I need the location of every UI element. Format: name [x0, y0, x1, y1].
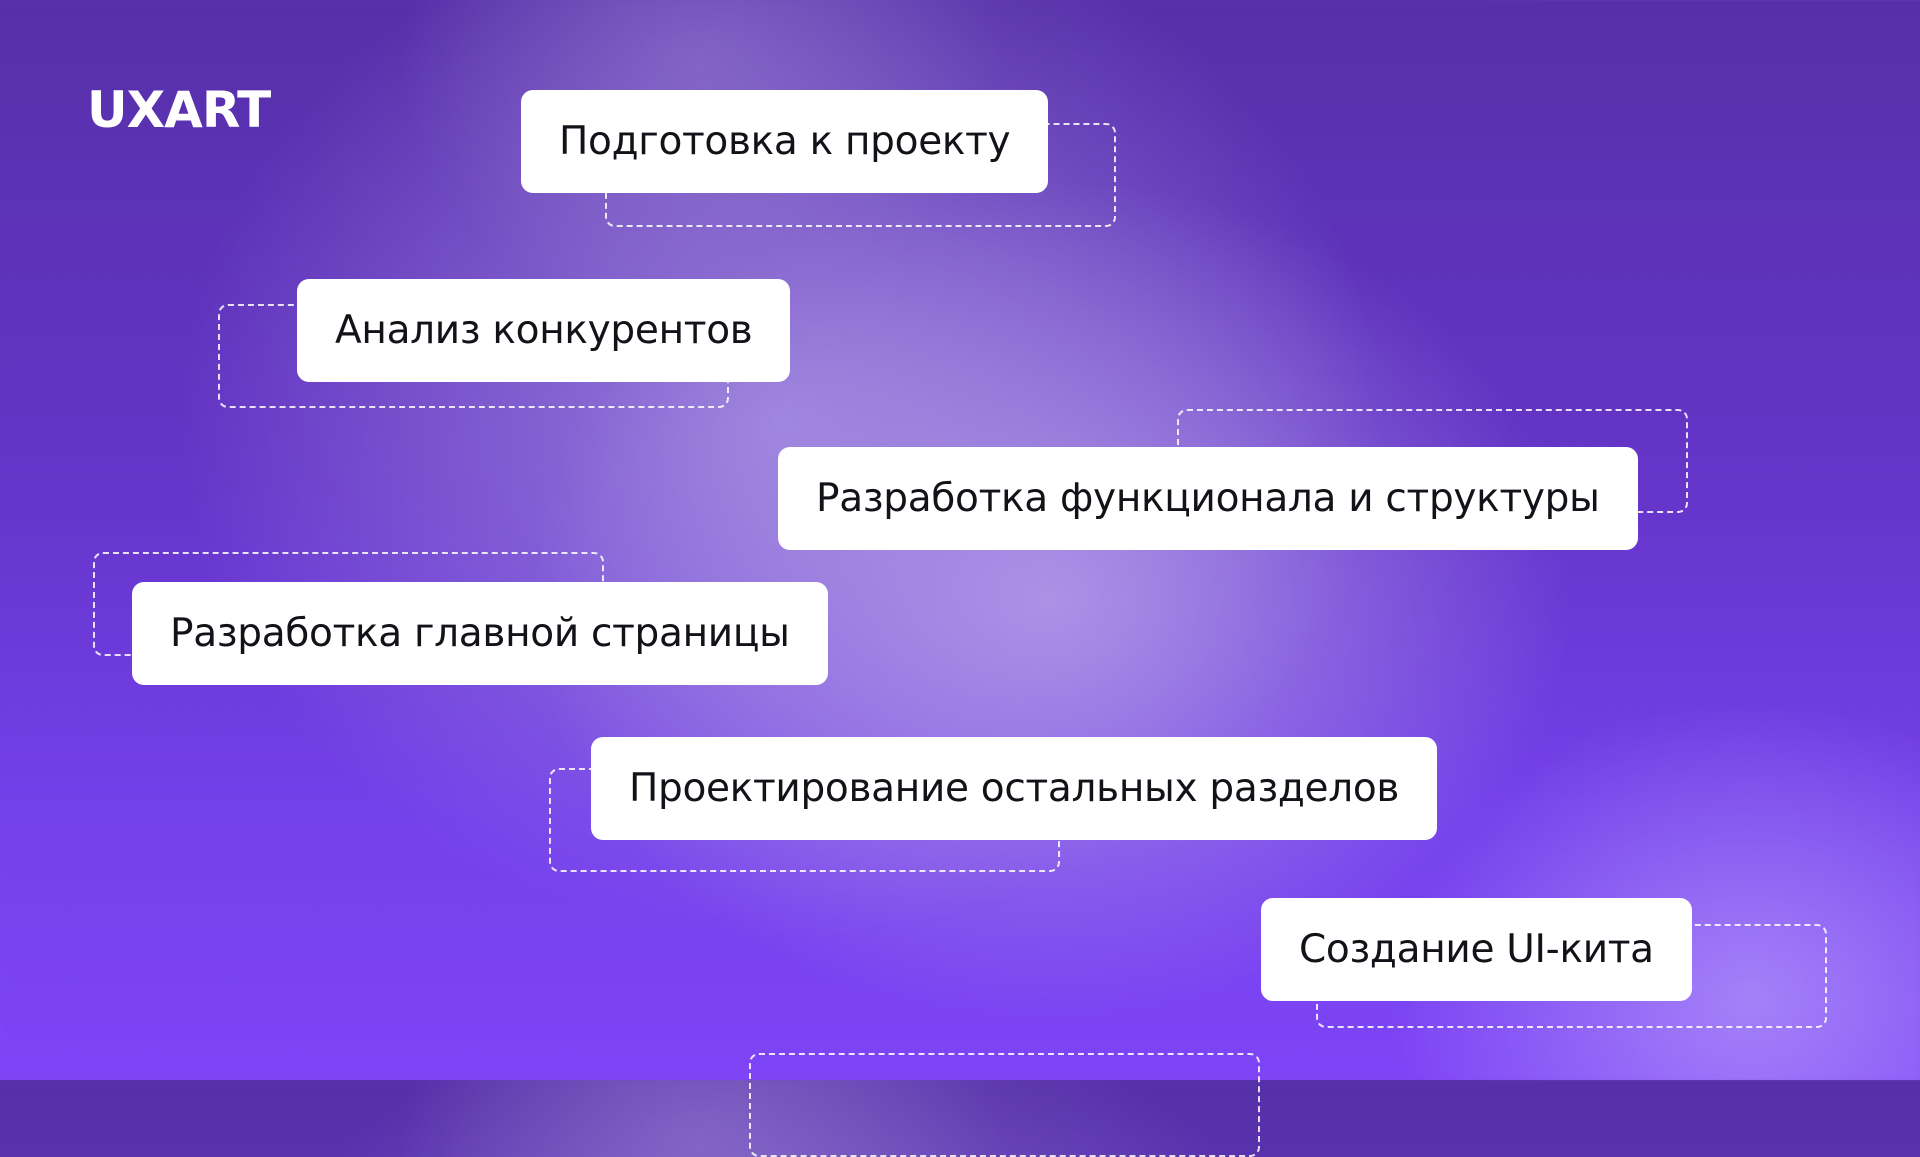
step-card-functionality-structure: Разработка функционала и структуры: [778, 447, 1638, 550]
step-card-other-sections-design: Проектирование остальных разделов: [591, 737, 1438, 840]
uxart-logo: UXART: [87, 81, 271, 139]
step-card-project-preparation: Подготовка к проекту: [521, 90, 1049, 193]
step-card-competitor-analysis: Анализ конкурентов: [297, 279, 791, 382]
step-card-ui-kit-creation: Создание UI-кита: [1261, 898, 1692, 1001]
dashed-frame-step-7: [749, 1053, 1260, 1157]
step-card-homepage-development: Разработка главной страницы: [132, 582, 828, 685]
